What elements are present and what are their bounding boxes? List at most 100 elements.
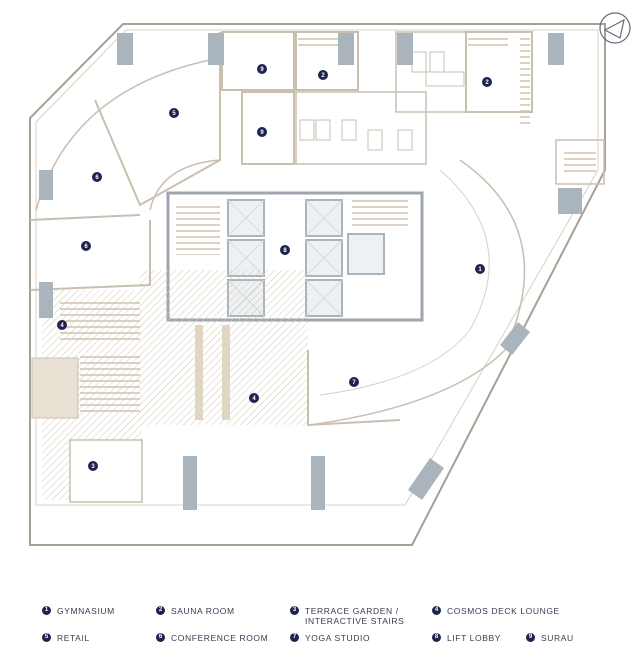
room-marker-m3: 3 <box>88 461 98 471</box>
terrace-stairs <box>60 300 140 340</box>
room-marker-dot <box>349 377 359 387</box>
legend-label: SAUNA ROOM <box>171 606 235 616</box>
terrace-seating <box>31 357 79 419</box>
room-marker-number: 5 <box>172 111 176 117</box>
planter-strip-b <box>222 325 230 420</box>
legend-number: 8 <box>432 633 441 642</box>
room-marker-m4b: 4 <box>249 393 259 403</box>
yoga-walls <box>307 350 401 427</box>
fire-stair <box>352 198 408 228</box>
locker-bank <box>520 36 530 128</box>
sauna-bench-b <box>468 36 508 46</box>
legend-number: 1 <box>42 606 51 615</box>
room-marker-dot <box>475 264 485 274</box>
room-marker-m9b: 9 <box>257 127 267 137</box>
gym-curve <box>309 159 526 426</box>
conference-wall <box>29 214 141 221</box>
legend-item-cosmos-deck-lounge: 4 COSMOS DECK LOUNGE <box>432 606 560 616</box>
compass-circle <box>599 12 631 44</box>
corridor-curve <box>35 59 211 211</box>
room-marker-m4a: 4 <box>57 320 67 330</box>
building-inner-outline <box>35 29 599 506</box>
room-marker-number: 8 <box>283 248 287 254</box>
surau-block-b <box>241 91 295 165</box>
room-marker-m5: 5 <box>169 108 179 118</box>
ne-lobby-inner <box>564 148 596 176</box>
legend-label: YOGA STUDIO <box>305 633 371 643</box>
legend-label: CONFERENCE ROOM <box>171 633 269 643</box>
room-marker-dot <box>249 393 259 403</box>
legend-label: GYMNASIUM <box>57 606 115 616</box>
legend: 1 GYMNASIUM 2 SAUNA ROOM 3 TERRACE GARDEN / I… <box>0 598 641 648</box>
legend-label: TERRACE GARDEN / INTERACTIVE STAIRS <box>305 606 405 626</box>
room-marker-number: 6 <box>84 244 88 250</box>
legend-item-gymnasium: 1 GYMNASIUM <box>42 606 115 616</box>
room-marker-m2a: 2 <box>318 70 328 80</box>
legend-item-sauna-room: 2 SAUNA ROOM <box>156 606 235 616</box>
room-marker-m2b: 2 <box>482 77 492 87</box>
room-marker-dot <box>92 172 102 182</box>
terrace-stairs-b <box>80 355 140 415</box>
room-marker-dot <box>482 77 492 87</box>
sauna-bench <box>298 36 354 46</box>
structural-columns <box>39 33 582 510</box>
room-marker-number: 1 <box>478 267 482 273</box>
legend-number: 7 <box>290 633 299 642</box>
retail-curve <box>149 159 221 211</box>
room-marker-m9a: 9 <box>257 64 267 74</box>
room-marker-number: 9 <box>260 67 264 73</box>
legend-item-conference-room: 6 CONFERENCE ROOM <box>156 633 268 643</box>
room-marker-dot <box>318 70 328 80</box>
legend-item-terrace-garden: 3 TERRACE GARDEN / INTERACTIVE STAIRS <box>290 606 404 626</box>
legend-label: SURAU <box>541 633 574 643</box>
legend-label: LIFT LOBBY <box>447 633 502 643</box>
toilet-stalls <box>299 51 465 151</box>
room-marker-number: 9 <box>260 130 264 136</box>
room-marker-number: 3 <box>91 464 95 470</box>
gym-inner-curve <box>319 169 490 396</box>
legend-number: 9 <box>526 633 535 642</box>
legend-number: 4 <box>432 606 441 615</box>
legend-number: 2 <box>156 606 165 615</box>
room-marker-dot <box>88 461 98 471</box>
room-marker-m6b: 6 <box>81 241 91 251</box>
room-marker-m6a: 6 <box>92 172 102 182</box>
room-marker-dot <box>169 108 179 118</box>
conference-wall-b <box>29 220 151 291</box>
room-marker-m1: 1 <box>475 264 485 274</box>
room-marker-number: 4 <box>60 323 64 329</box>
room-marker-number: 2 <box>485 80 489 86</box>
legend-label: RETAIL <box>57 633 90 643</box>
legend-item-lift-lobby: 8 LIFT LOBBY <box>432 633 501 643</box>
compass-group <box>599 12 631 44</box>
legend-item-retail: 5 RETAIL <box>42 633 90 643</box>
room-marker-m7: 7 <box>349 377 359 387</box>
terrace-garden-room <box>69 439 143 503</box>
service-stair <box>176 205 220 255</box>
legend-item-surau: 9 SURAU <box>526 633 574 643</box>
changing-block <box>395 31 467 113</box>
room-marker-dot <box>280 245 290 255</box>
sauna-block <box>295 31 359 91</box>
legend-number: 5 <box>42 633 51 642</box>
legend-label: COSMOS DECK LOUNGE <box>447 606 560 616</box>
legend-number: 3 <box>290 606 299 615</box>
north-arrow-icon <box>603 18 625 39</box>
toilet-block <box>295 91 427 165</box>
floor-plan: 1 2 2 3 4 4 5 6 6 7 8 9 9 <box>29 12 631 546</box>
room-marker-dot <box>57 320 67 330</box>
room-marker-dot <box>257 64 267 74</box>
room-marker-dot <box>257 127 267 137</box>
building-outline <box>29 23 606 546</box>
legend-number: 6 <box>156 633 165 642</box>
room-marker-number: 2 <box>321 73 325 79</box>
surau-block <box>221 31 295 91</box>
room-marker-dot <box>81 241 91 251</box>
room-marker-number: 7 <box>352 380 356 386</box>
room-marker-m8: 8 <box>280 245 290 255</box>
room-marker-number: 4 <box>252 396 256 402</box>
retail-walls <box>94 32 221 207</box>
planter-strip <box>195 325 203 420</box>
legend-item-yoga-studio: 7 YOGA STUDIO <box>290 633 370 643</box>
ne-lobby <box>555 139 605 185</box>
